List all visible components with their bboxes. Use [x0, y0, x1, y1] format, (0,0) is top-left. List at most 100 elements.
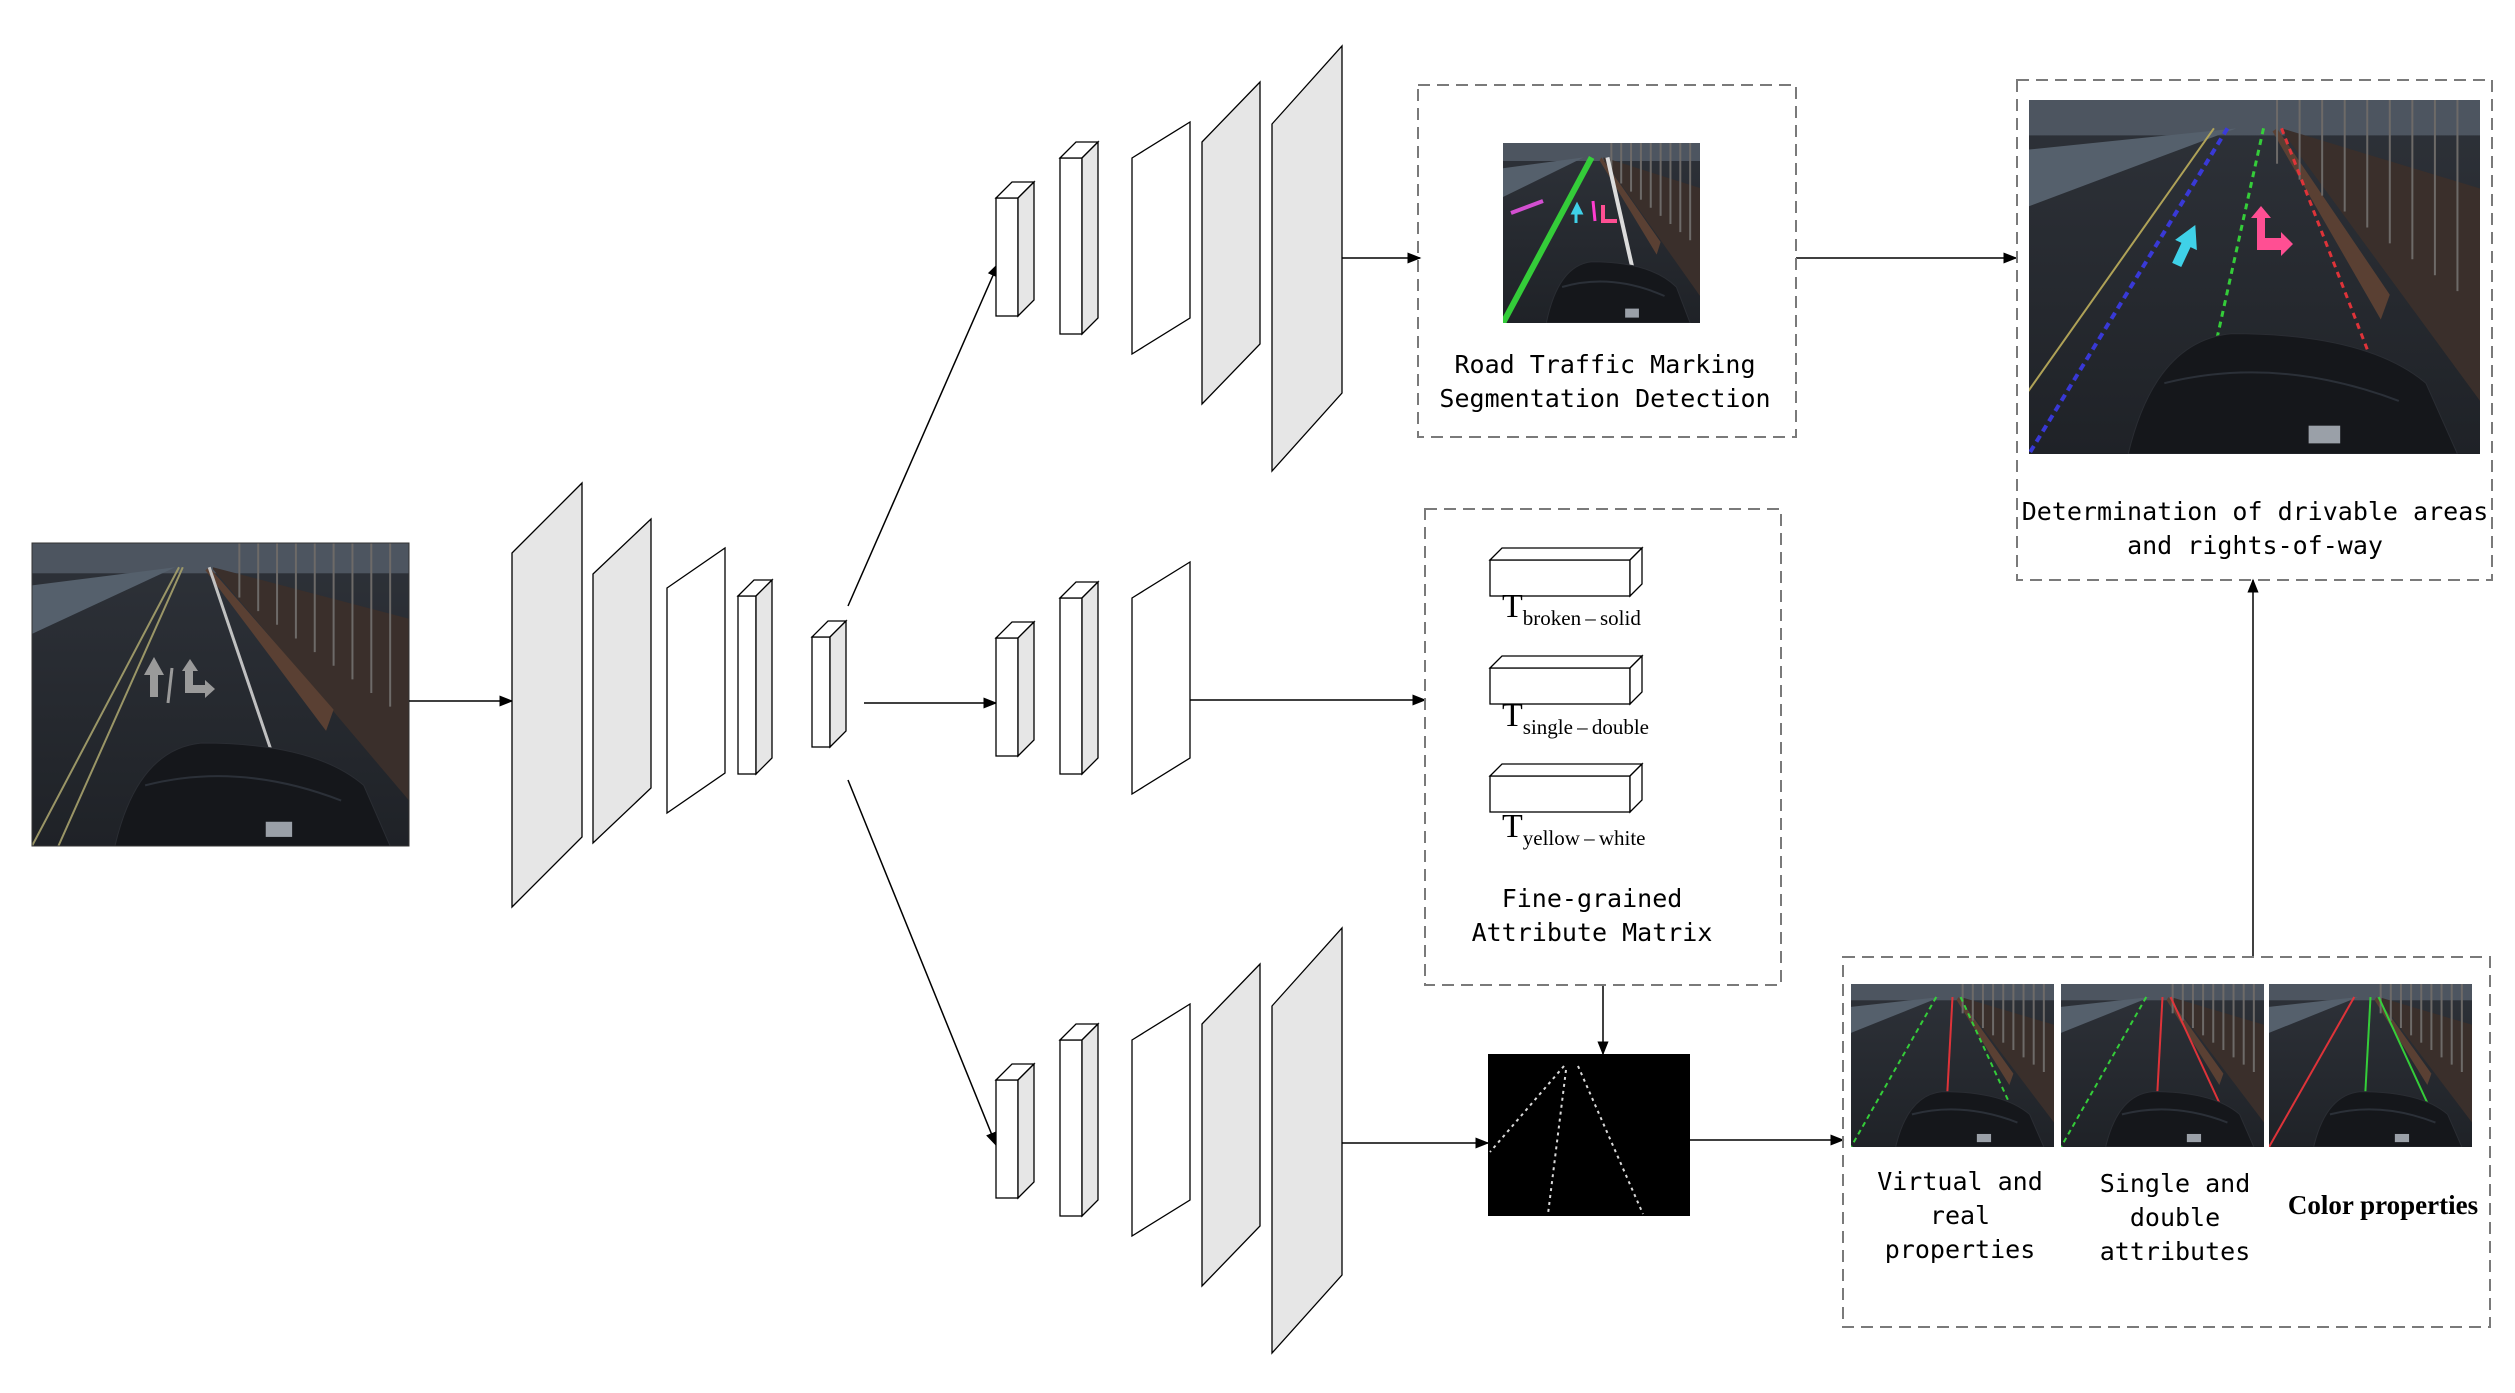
- property-result-images: [1851, 984, 2472, 1147]
- decoder-block-b-side: [1081, 580, 1099, 776]
- tensor-top: [1488, 547, 1644, 561]
- property-box: [1842, 956, 2491, 1328]
- road-arrow-straight: [144, 657, 164, 697]
- property-label-virtual-real: Virtual and real properties: [1845, 1165, 2075, 1267]
- decoder-block-b-front: [1059, 1039, 1083, 1217]
- road-mark: [166, 667, 174, 704]
- attribute-tensors: [1488, 546, 1644, 814]
- hood-reflection: [144, 775, 342, 802]
- encoder-layer-4-front: [737, 595, 757, 775]
- seg-mark-pink: [1591, 200, 1597, 222]
- drivable-label-line1: Determination of drivable areas: [2021, 497, 2489, 526]
- hood-reflection: [1561, 280, 1665, 297]
- decoder-block-b-side: [1081, 1022, 1099, 1218]
- seg-mark-magenta: [1510, 199, 1544, 215]
- tensor-front: [1489, 775, 1631, 813]
- right-sidewalk: [1603, 157, 1700, 296]
- hood-ornament: [1625, 308, 1639, 318]
- car-hood: [1895, 1091, 2045, 1147]
- decoder-block-b-front: [1059, 157, 1083, 335]
- property-line: properties: [1884, 1235, 2036, 1264]
- car-hood: [2313, 1091, 2463, 1147]
- image-border: [31, 542, 410, 847]
- property-label-single-double: Single and double attributes: [2060, 1167, 2290, 1269]
- right-sidewalk: [2378, 997, 2472, 1123]
- tensor-symbol: T: [1502, 808, 1523, 845]
- tensor-front: [1489, 667, 1631, 705]
- curb: [1956, 997, 2014, 1086]
- road-scene: [2061, 984, 2264, 1147]
- tensor-label-broken-solid: Tbroken – solid: [1502, 588, 1641, 631]
- connector-arrows: [409, 252, 2259, 1149]
- arrow-to-seg-head: [847, 262, 999, 607]
- property-line: double: [2129, 1203, 2221, 1232]
- drivable-label-line2: and rights-of-way: [2127, 531, 2383, 560]
- right-sidewalk: [2281, 128, 2480, 401]
- dashed-boxes: [1417, 79, 2493, 1328]
- hood-reflection: [1911, 1108, 2018, 1124]
- lane-line: [2269, 996, 2356, 1147]
- decoder-slab-e: [1271, 44, 1343, 473]
- decoder-block-a-front: [995, 637, 1019, 757]
- road-scene: [2269, 984, 2472, 1147]
- decoder-block-a-side: [1017, 620, 1035, 758]
- tensor-top: [1488, 763, 1644, 777]
- hood-reflection: [2329, 1108, 2436, 1124]
- network-layers: [511, 44, 1343, 1355]
- left-side: [32, 567, 176, 634]
- left-side: [2269, 997, 2359, 1033]
- property-line: Single and: [2099, 1169, 2251, 1198]
- road-arrow-turn: [182, 659, 215, 698]
- property-line: Virtual and: [1877, 1167, 2043, 1196]
- decoder-slab-c: [1131, 1002, 1191, 1238]
- segmentation-box: [1417, 84, 1797, 438]
- left-side: [1503, 157, 1584, 197]
- decoder-slab-c: [1131, 560, 1191, 796]
- lane-line: [2029, 127, 2215, 392]
- curb: [205, 567, 334, 731]
- seg-arrow-pink: [1601, 205, 1617, 223]
- road-scene: [1851, 984, 2054, 1147]
- hood-ornament: [2308, 425, 2341, 444]
- segmentation-result-image: [1503, 143, 1700, 323]
- decoder-block-b-front: [1059, 597, 1083, 775]
- decoder-block-a-front: [995, 1079, 1019, 1199]
- hood-ornament: [2394, 1133, 2410, 1143]
- decoder-block-a-side: [1017, 180, 1035, 318]
- tensor-subscript: yellow – white: [1522, 826, 1646, 850]
- lane-line: [1851, 996, 1938, 1147]
- decoder-slab-e: [1271, 926, 1343, 1355]
- decoder-slab-d: [1201, 80, 1261, 406]
- lane-line: [2061, 996, 2148, 1147]
- mask-lane: [1547, 1069, 1567, 1215]
- mask-lane: [1489, 1065, 1565, 1153]
- sky: [2029, 100, 2480, 136]
- tensor-subscript: broken – solid: [1522, 606, 1641, 630]
- lane-line: [57, 566, 184, 846]
- property-line: real: [1929, 1201, 1991, 1230]
- drivable-arrow-straight: [2172, 225, 2197, 268]
- car-hood: [2127, 333, 2458, 454]
- decoder-slab-d: [1201, 962, 1261, 1288]
- tensor-symbol: T: [1502, 588, 1523, 625]
- hood-ornament: [1976, 1133, 1992, 1143]
- hood-reflection: [2121, 1108, 2228, 1124]
- decoder-block-a-front: [995, 197, 1019, 317]
- encoder-layer-4-side: [755, 578, 773, 776]
- segmentation-label-line2: Segmentation Detection: [1439, 384, 1771, 413]
- decoder-block-b-side: [1081, 140, 1099, 336]
- encoder-layer-1: [511, 481, 583, 909]
- attribute-matrix-label: Fine-grained Attribute Matrix: [1432, 882, 1752, 950]
- curb: [2272, 128, 2390, 320]
- road-scene: [1503, 143, 1700, 323]
- lane-line: [1503, 155, 1595, 323]
- arrow-to-mask-head: [847, 779, 997, 1147]
- tensor-side: [1629, 762, 1643, 814]
- attribute-label-line2: Attribute Matrix: [1471, 918, 1713, 947]
- mask-bg: [1488, 1054, 1690, 1216]
- left-side: [2029, 128, 2237, 207]
- attribute-box: [1424, 508, 1782, 986]
- encoder-layer-3: [666, 546, 726, 815]
- tensor-label-single-double: Tsingle – double: [1502, 697, 1649, 740]
